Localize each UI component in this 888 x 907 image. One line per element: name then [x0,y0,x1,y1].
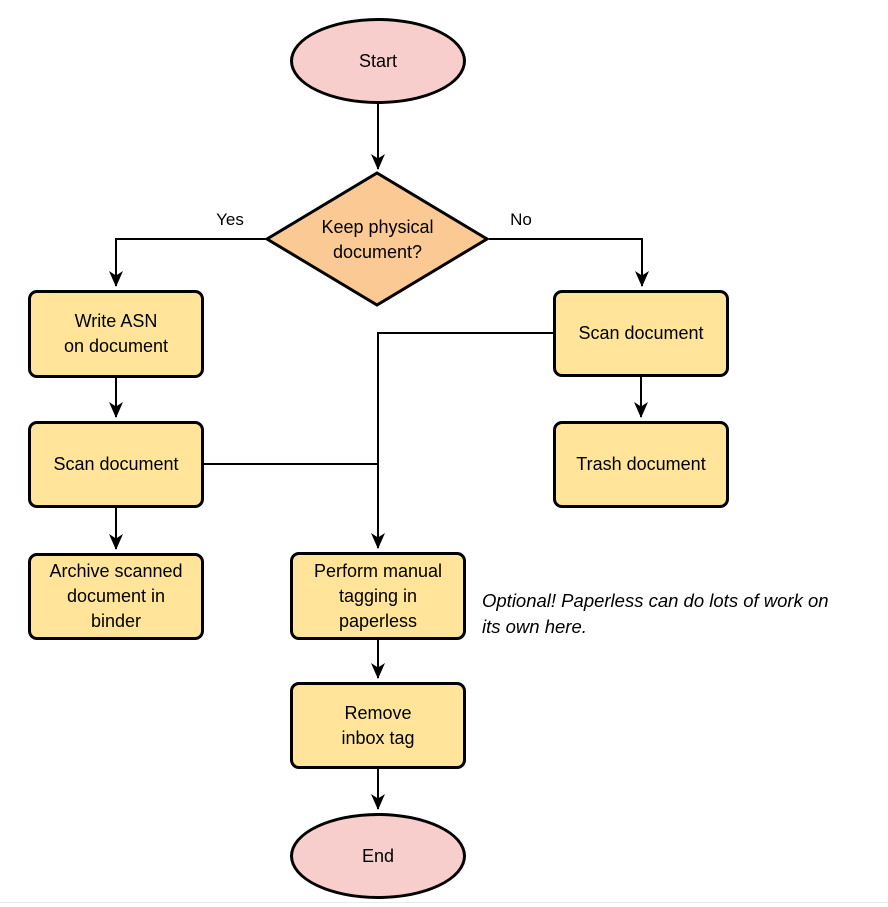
node-manual-tagging: Perform manual tagging in paperless [290,552,466,640]
node-remove-inbox-tag: Remove inbox tag [290,682,466,769]
node-scan-document-left: Scan document [28,421,204,508]
node-write-asn: Write ASN on document [28,290,204,378]
node-write-asn-label: Write ASN on document [63,311,169,356]
node-manual-tagging-label: Perform manual tagging in paperless [313,560,443,631]
edge-decision-no-to-scan-right [489,238,649,287]
node-end: End [290,813,466,899]
node-trash-document-label: Trash document [576,454,706,474]
node-archive-binder-label: Archive scanned document in binder [49,561,183,631]
node-trash-document: Trash document [553,421,729,508]
edge-scan-right-to-tagging [371,332,553,549]
node-scan-document-right: Scan document [553,290,729,377]
diamond-shape [264,171,490,307]
edge-label-yes: Yes [204,210,256,230]
node-decision-shape [264,171,490,307]
node-decision-label: Keep physical document? [321,217,434,262]
annotation-optional-note: Optional! Paperless can do lots of work … [482,590,829,637]
node-end-label: End [361,845,395,866]
page-bottom-divider [0,902,888,903]
edge-decision-yes-to-write-asn [109,238,266,287]
node-scan-document-right-label: Scan document [578,323,704,343]
edge-label-no: No [495,210,547,230]
node-start: Start [290,18,466,104]
node-start-label: Start [358,50,397,71]
node-scan-document-left-label: Scan document [53,454,179,474]
node-remove-inbox-tag-label: Remove inbox tag [341,702,415,748]
node-archive-binder: Archive scanned document in binder [28,553,204,640]
